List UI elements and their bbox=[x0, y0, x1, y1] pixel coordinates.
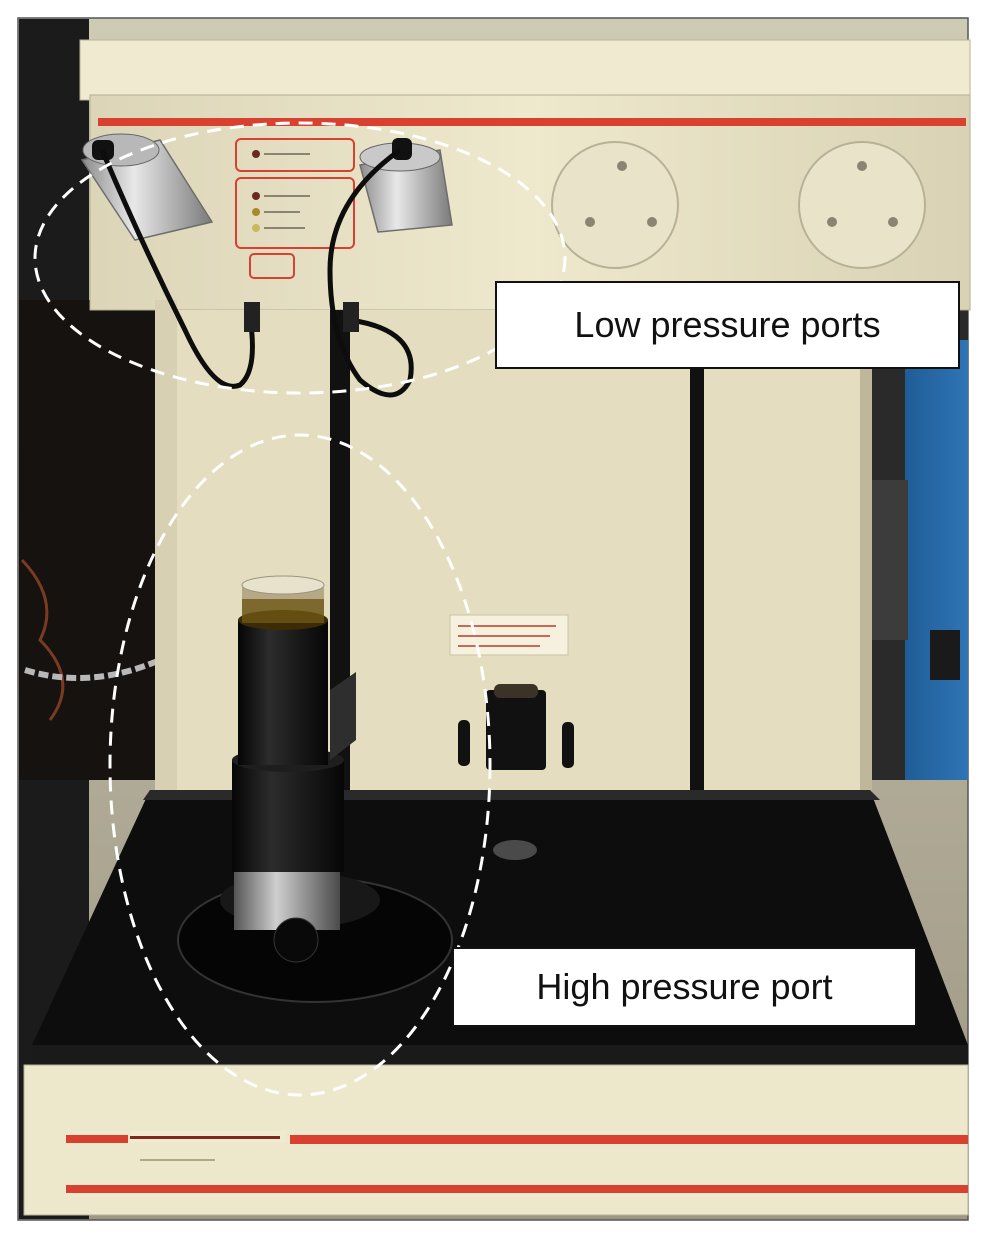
lower-red-stripe bbox=[290, 1135, 968, 1144]
low-pressure-port-left bbox=[80, 133, 214, 241]
low-pressure-port-right bbox=[359, 138, 453, 233]
low-pressure-outline bbox=[33, 121, 567, 395]
instrument-cabinet bbox=[79, 39, 971, 800]
low-pressure-ports-callout: Low pressure ports bbox=[495, 281, 960, 369]
high-pressure-port-callout: High pressure port bbox=[452, 947, 917, 1027]
upper-red-stripe bbox=[98, 118, 966, 126]
high-pressure-port bbox=[177, 575, 453, 1003]
lower-cabinet bbox=[23, 1064, 969, 1216]
high-pressure-outline bbox=[108, 433, 492, 1097]
